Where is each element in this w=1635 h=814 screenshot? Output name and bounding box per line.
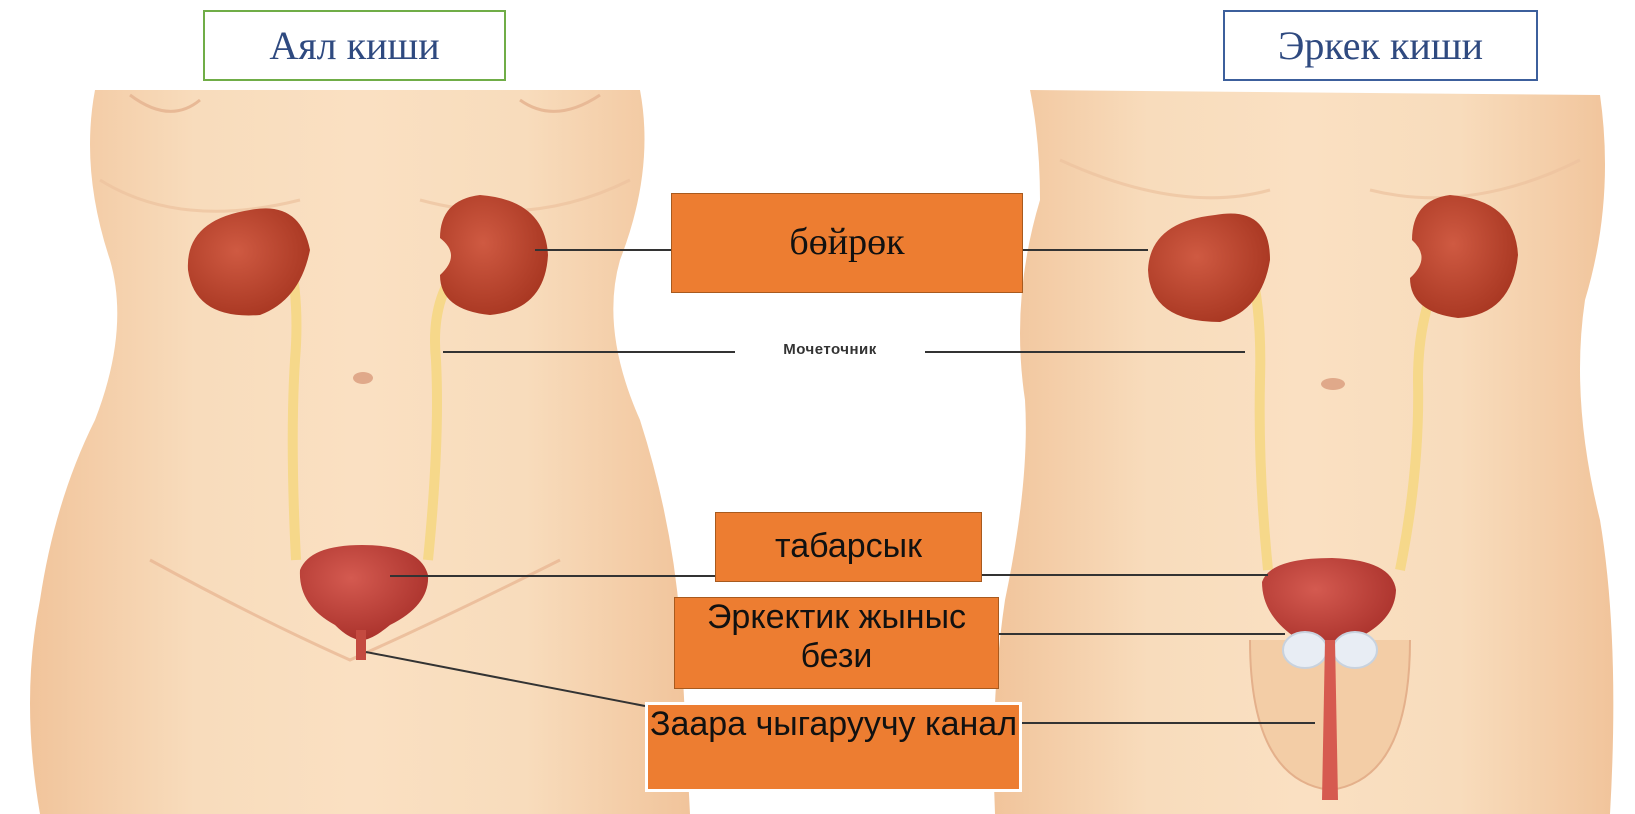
female-torso bbox=[30, 90, 690, 814]
urethra-label-text: Заара чыгаруучу канал bbox=[650, 705, 1017, 744]
ureter-label-text: Мочеточник bbox=[783, 341, 877, 358]
male-title: Эркек киши bbox=[1223, 10, 1538, 81]
gland-label-text: Эркектик жыныс бези bbox=[675, 598, 998, 676]
ureter-label: Мочеточник bbox=[735, 335, 925, 363]
male-torso bbox=[994, 90, 1614, 814]
kidney-label-text: бөйрөк bbox=[789, 221, 904, 265]
gland-label: Эркектик жыныс бези bbox=[674, 597, 999, 689]
female-title-text: Аял киши bbox=[269, 22, 439, 69]
female-title: Аял киши bbox=[203, 10, 506, 81]
urethra-label: Заара чыгаруучу канал bbox=[645, 702, 1022, 792]
bladder-label-text: табарсык bbox=[775, 527, 922, 566]
kidney-label: бөйрөк bbox=[671, 193, 1023, 293]
male-title-text: Эркек киши bbox=[1278, 22, 1483, 69]
bladder-label: табарсык bbox=[715, 512, 982, 582]
